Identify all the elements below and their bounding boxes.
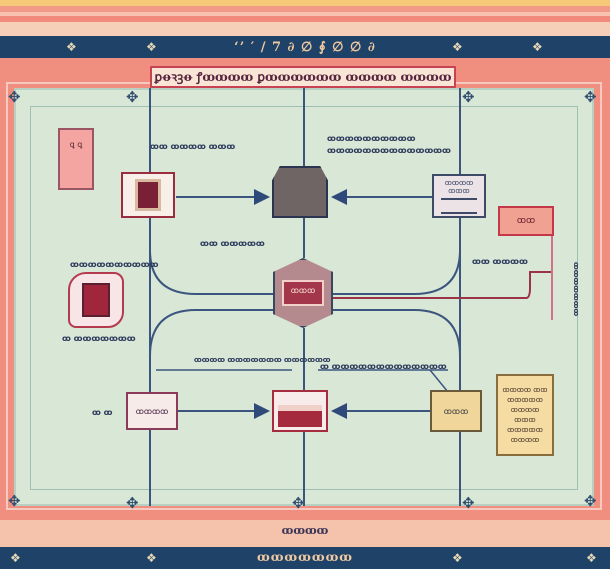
corner-ornament-icon: ✥	[462, 494, 475, 512]
header-ornament-left-2: ❖	[146, 40, 157, 54]
document-node[interactable]: ꝏꝏꝏꝏ ꝏꝏꝏ	[432, 174, 486, 218]
corner-ornament-icon: ✥	[462, 88, 475, 106]
book-label: ꝏꝏ ꝏꝏꝏꝏ ꝏꝏꝏ	[150, 142, 236, 151]
gold-note-card[interactable]: ꝏꝏꝏꝏ ꝏꝏ ꝏꝏꝏꝏꝏ ꝏꝏꝏꝏ ꝏꝏꝏ ꝏꝏꝏꝏꝏ ꝏꝏꝏꝏ	[496, 374, 554, 456]
footer-ornament-icon: ❖	[146, 551, 157, 565]
mid-left-label: ꝏꝏ ꝏꝏꝏꝏꝏ	[200, 239, 265, 248]
footer-bar	[0, 547, 610, 569]
central-hub-label: ꝏꝏꝏ	[282, 280, 324, 306]
gold-key-node[interactable]: ꝏꝏꝏ	[430, 390, 482, 432]
book-icon	[135, 179, 161, 211]
header-ornament-left: ❖	[66, 40, 77, 54]
footer-ornament-icon: ❖	[452, 551, 463, 565]
header-ornament-right-2: ❖	[452, 40, 463, 54]
footer-ornament-icon: ❖	[586, 551, 597, 565]
book-node[interactable]	[121, 172, 175, 218]
central-hub-node[interactable]: ꝏꝏꝏ	[273, 258, 333, 328]
envelope-node[interactable]	[272, 390, 328, 432]
top-center-label: ꝏꝏꝏꝏꝏꝏꝏꝏꝏꝏ	[327, 134, 416, 143]
envelope-icon	[278, 405, 322, 427]
corner-ornament-icon: ✥	[126, 494, 139, 512]
small-rose-node-label: ꝏꝏꝏꝏ	[135, 406, 169, 416]
right-vertical-label: ꝏꝏꝏꝏꝏꝏꝏ	[572, 262, 580, 317]
top-right-label: ꝏꝏꝏꝏꝏꝏꝏꝏꝏꝏꝏꝏꝏꝏ	[327, 146, 451, 155]
header-ornament-right: ❖	[532, 40, 543, 54]
top-stripe-salmon	[0, 6, 610, 12]
footer-title: ꝏꝏꝏꝏꝏꝏꝏ	[256, 550, 354, 564]
small-node-left-label: ꝏ ꝏ	[92, 408, 113, 417]
corner-ornament-icon: ✥	[126, 88, 139, 106]
vase-bottom-label: ꝏ ꝏꝏꝏꝏꝏꝏꝏ	[62, 334, 136, 343]
footer-caption: ꝏꝏꝏꝏ	[281, 524, 329, 537]
top-stripe-gold	[0, 0, 610, 6]
vase-icon	[82, 283, 110, 317]
footer-band	[0, 520, 610, 547]
footer-ornament-icon: ❖	[10, 551, 21, 565]
lower-right-label: ꝏ ꝏꝏꝏꝏꝏꝏꝏꝏꝏꝏꝏꝏꝏ	[320, 362, 447, 371]
small-rose-node[interactable]: ꝏꝏꝏꝏ	[126, 392, 178, 430]
corner-ornament-icon: ✥	[584, 492, 597, 510]
top-stripe-light	[0, 12, 610, 16]
header-title: ‘’ ′ ∕ 7 ∂ ∅ ∮ ∅ ∅ ∂	[234, 40, 376, 55]
header-bar	[0, 36, 610, 58]
pink-side-card[interactable]: ꝗ ꝗ	[58, 128, 94, 190]
document-node-label: ꝏꝏꝏꝏ ꝏꝏꝏ	[444, 178, 474, 195]
red-tag-node[interactable]: ꝏꝏ	[498, 206, 554, 236]
diagram-title-banner: ꝑꝋꝛꝫꝋ ꝭꝏꝏꝏꝏ ꝑꝏꝏꝏꝏꝏꝏ ꝏꝏꝏꝏ ꝏꝏꝏꝏ	[150, 66, 456, 88]
vase-node[interactable]	[68, 272, 124, 328]
corner-ornament-icon: ✥	[584, 88, 597, 106]
mid-right-label: ꝏꝏ ꝏꝏꝏꝏ	[472, 257, 528, 266]
document-lines-icon	[441, 197, 477, 214]
top-stripe-coral	[0, 16, 610, 22]
vase-top-label: ꝏꝏꝏꝏꝏꝏꝏꝏꝏꝏ	[70, 260, 159, 269]
corner-ornament-icon: ✥	[8, 88, 21, 106]
corner-ornament-icon: ✥	[292, 494, 305, 512]
top-stripe-peach	[0, 22, 610, 36]
corner-ornament-icon: ✥	[8, 492, 21, 510]
lower-center-label: ꝏꝏꝏꝏ ꝏꝏꝏꝏꝏꝏꝏ ꝏꝏꝏꝏꝏꝏ	[194, 356, 331, 364]
dark-shield-node[interactable]	[272, 166, 328, 218]
